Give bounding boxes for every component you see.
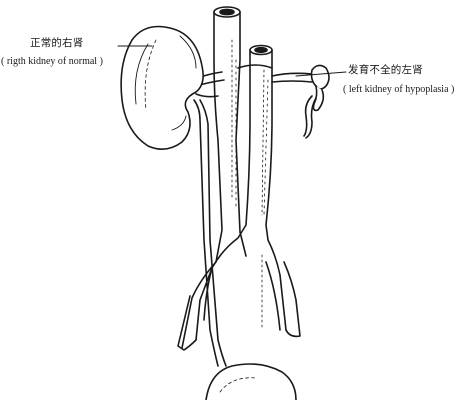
left-kidney-label-zh: 发育不全的左肾: [348, 64, 423, 76]
right-ureter: [193, 99, 227, 367]
bladder: [205, 363, 297, 400]
iliac-arteries: [177, 254, 301, 351]
left-kidney: [303, 64, 330, 139]
left-kidney-leader: [295, 71, 347, 77]
left-kidney-label-en: ( left kidney of hypoplasia ): [343, 84, 455, 95]
leader-lines: [117, 45, 347, 77]
right-kidney-label-en: ( rigth kidney of normal ): [1, 56, 103, 67]
right-kidney: [120, 25, 204, 150]
inferior-vena-cava: [181, 6, 247, 349]
abdominal-aorta: [195, 44, 287, 341]
right-kidney-label-zh: 正常的右肾: [30, 37, 84, 49]
left-renal-vessels: [237, 64, 313, 83]
